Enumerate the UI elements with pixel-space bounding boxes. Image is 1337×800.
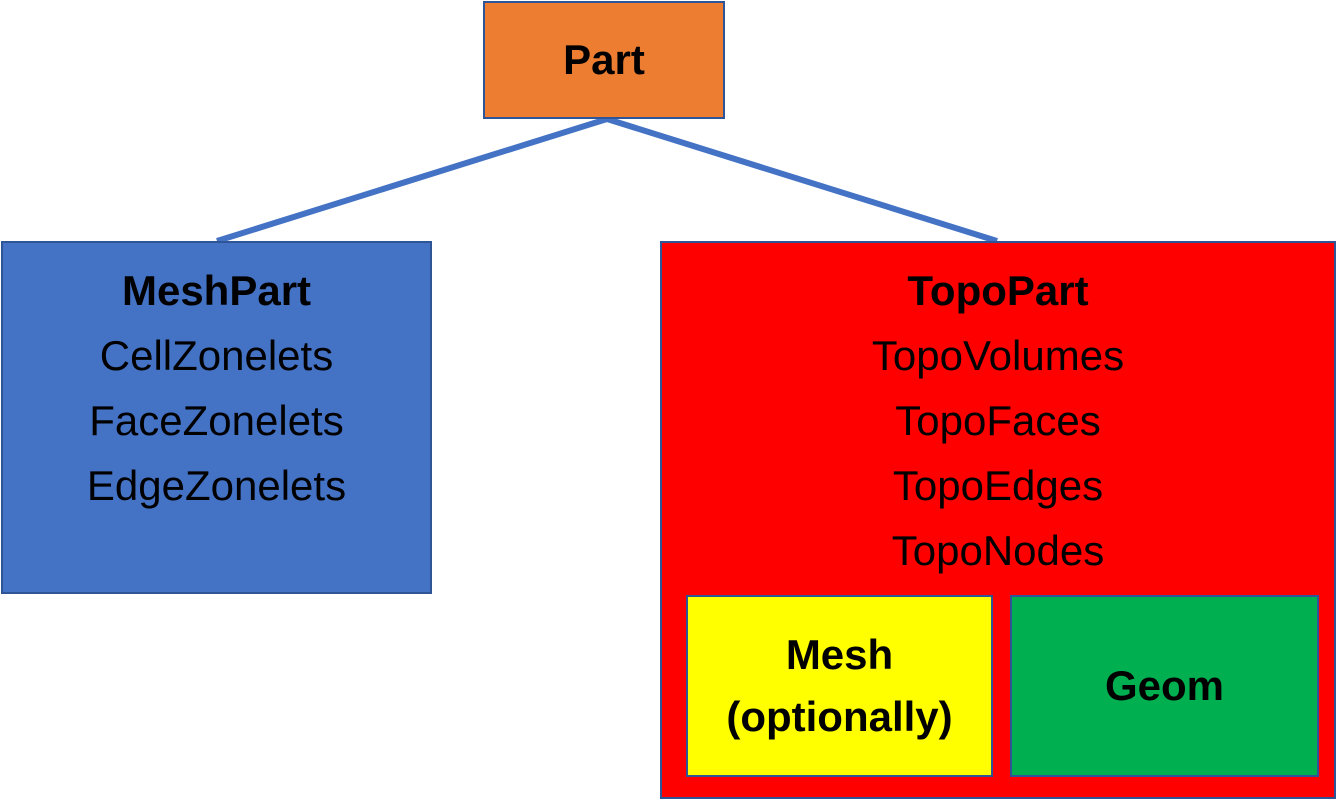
mesh-node-optional-note: (optionally) [726,693,953,740]
topopart-node: TopoPart TopoVolumes TopoFaces TopoEdges… [660,241,1336,799]
meshpart-item-cellzonelets: CellZonelets [99,332,334,379]
connector-part-to-topopart [606,116,998,244]
meshpart-node-title: MeshPart [121,267,312,314]
part-node: Part [483,1,725,119]
meshpart-node: MeshPart CellZonelets FaceZonelets EdgeZ… [1,241,432,594]
topopart-item-topofaces: TopoFaces [895,397,1101,444]
geom-node-label: Geom [1104,662,1225,709]
part-node-title: Part [563,36,645,83]
mesh-optional-node: Mesh (optionally) [686,595,993,777]
topopart-node-title: TopoPart [907,267,1089,314]
connector-part-to-meshpart [216,116,608,244]
mesh-node-label: Mesh [785,631,894,678]
meshpart-item-edgezonelets: EdgeZonelets [86,462,347,509]
topopart-item-toponodes: TopoNodes [891,527,1105,574]
topopart-item-topovolumes: TopoVolumes [871,332,1125,379]
geom-node: Geom [1010,595,1319,777]
meshpart-item-facezonelets: FaceZonelets [89,397,344,444]
topopart-item-topoedges: TopoEdges [892,462,1104,509]
